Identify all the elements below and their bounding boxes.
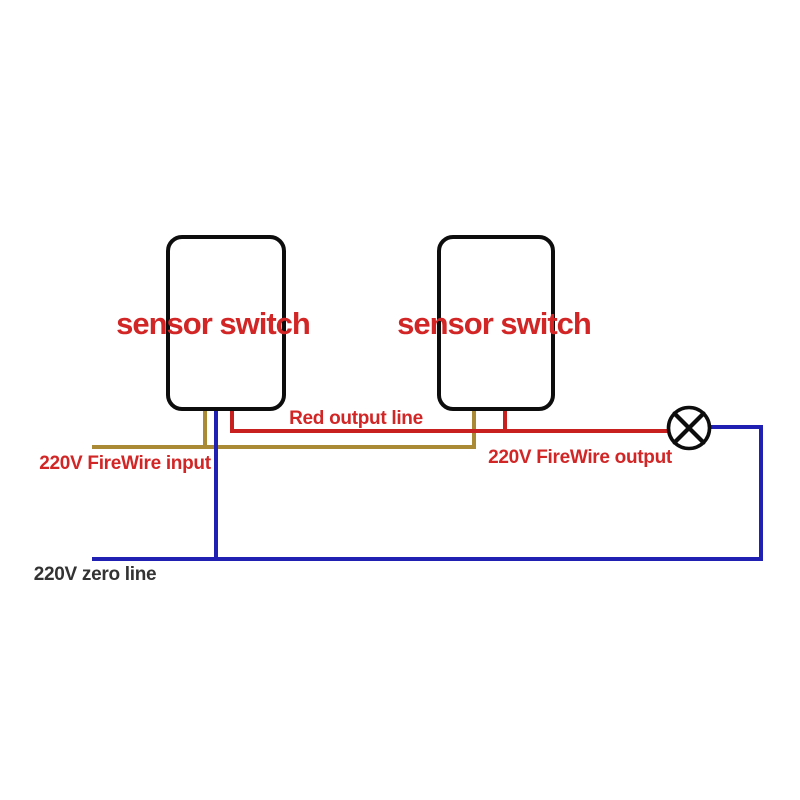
red-output-stub-switch2	[503, 408, 507, 433]
firewire-input-stub-switch1	[203, 408, 207, 449]
sensor-switch-2-box	[437, 235, 555, 411]
red-output-wire	[230, 429, 672, 433]
red-output-stub-switch1	[230, 408, 234, 433]
zero-line-label: 220V zero line	[33, 564, 157, 585]
zero-line-stub-switch1	[214, 408, 218, 561]
sensor-switch-2-label: sensor switch	[397, 306, 592, 341]
zero-line-wire	[92, 557, 763, 561]
sensor-switch-1-label: sensor switch	[116, 306, 311, 341]
red-output-line-label: Red output line	[289, 408, 423, 429]
sensor-switch-1-box	[166, 235, 286, 411]
zero-line-return-vertical	[759, 425, 763, 561]
firewire-input-wire	[92, 445, 476, 449]
zero-line-lamp-connector	[709, 425, 763, 429]
lamp-icon	[666, 405, 712, 451]
firewire-output-label: 220V FireWire output	[488, 447, 672, 468]
firewire-input-stub-switch2	[472, 408, 476, 449]
firewire-input-label: 220V FireWire input	[39, 453, 211, 474]
